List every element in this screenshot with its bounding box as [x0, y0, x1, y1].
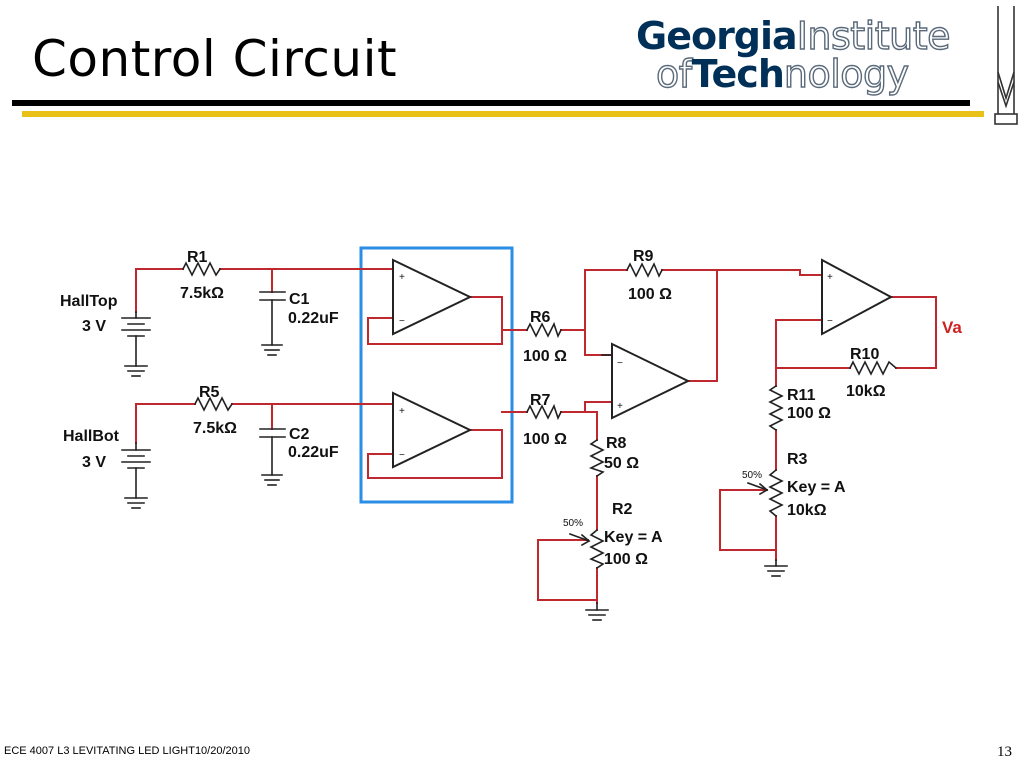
c2-name: C2	[289, 426, 310, 443]
buffer-highlight-box	[359, 246, 514, 504]
slide-number: 13	[997, 744, 1012, 760]
r5-name: R5	[199, 384, 220, 401]
r2-setting: 50%	[563, 518, 583, 529]
battery-halltop-icon	[121, 311, 151, 377]
logo-word-georgia: Georgia	[636, 14, 798, 58]
resistor-r10-icon	[848, 360, 898, 376]
r11-name: R11	[787, 387, 816, 404]
c2-value: 0.22uF	[288, 444, 339, 461]
opamp-diff-minus: −	[617, 358, 623, 369]
source-halltop-name: HallTop	[60, 293, 118, 310]
r1-name: R1	[187, 249, 208, 266]
opamp-top-plus: +	[399, 272, 405, 283]
r6-name: R6	[530, 309, 551, 326]
source-halltop-voltage: 3 V	[82, 318, 106, 335]
opamp-top-minus: −	[399, 316, 405, 327]
opamp-diff-plus: +	[617, 401, 623, 412]
r7-name: R7	[530, 392, 551, 409]
r9-name: R9	[633, 248, 654, 265]
opamp-out-minus: −	[827, 316, 833, 327]
r8-name: R8	[606, 435, 627, 452]
capacitor-c1-icon	[259, 291, 286, 356]
opamp-buffer-top-icon	[392, 258, 473, 336]
footer-course-info: ECE 4007 L3 LEVITATING LED LIGHT10/20/20…	[4, 745, 250, 757]
logo-word-institute: Institute	[796, 13, 951, 58]
title-rule-black	[12, 100, 970, 106]
resistor-r7-icon	[525, 403, 563, 421]
ground-r3-icon	[764, 559, 788, 577]
r3-key: Key = A	[787, 479, 846, 496]
georgia-tech-logo: GeorgiaInstitute ofTechnology	[636, 13, 996, 98]
resistor-r8-icon	[588, 438, 605, 478]
r5-value: 7.5kΩ	[193, 420, 237, 437]
r10-name: R10	[850, 346, 879, 363]
potentiometer-r3-icon	[768, 468, 784, 518]
opamp-buffer-bottom-icon	[392, 391, 473, 469]
r6-value: 100 Ω	[523, 348, 567, 365]
logo-word-of: of	[655, 51, 693, 96]
r9-value: 100 Ω	[628, 286, 672, 303]
logo-word-tech: Tech	[691, 52, 785, 96]
r2-key: Key = A	[604, 529, 663, 546]
c1-name: C1	[289, 291, 310, 308]
r3-setting: 50%	[742, 470, 762, 481]
components	[121, 258, 898, 621]
logo-word-nology: nology	[783, 51, 910, 96]
tech-tower-mark-icon	[994, 6, 1018, 125]
wires	[135, 268, 937, 604]
opamp-difference-icon	[611, 342, 691, 420]
r2-value: 100 Ω	[604, 551, 648, 568]
r11-value: 100 Ω	[787, 405, 831, 422]
resistor-r5-icon	[193, 396, 234, 412]
resistor-r6-icon	[525, 321, 563, 339]
resistor-r11-icon	[768, 384, 784, 432]
r10-value: 10kΩ	[846, 383, 886, 400]
r3-name: R3	[787, 451, 808, 468]
opamp-output-icon	[821, 258, 894, 336]
capacitor-c2-icon	[259, 428, 286, 486]
ground-r2-icon	[585, 602, 609, 621]
output-va-label: Va	[942, 318, 962, 337]
source-hallbot-voltage: 3 V	[82, 454, 106, 471]
r1-value: 7.5kΩ	[180, 285, 224, 302]
opamp-bottom-plus: +	[399, 406, 405, 417]
resistor-r1-icon	[181, 261, 222, 277]
potentiometer-r2-icon	[589, 528, 605, 570]
opamp-out-plus: +	[827, 272, 833, 283]
battery-hallbot-icon	[121, 442, 151, 509]
r7-value: 100 Ω	[523, 431, 567, 448]
r3-value: 10kΩ	[787, 502, 827, 519]
opamp-bottom-minus: −	[399, 450, 405, 461]
slide-title: Control Circuit	[32, 30, 398, 88]
r8-value: 50 Ω	[604, 455, 639, 472]
c1-value: 0.22uF	[288, 310, 339, 327]
source-hallbot-name: HallBot	[63, 428, 120, 445]
resistor-r9-icon	[625, 262, 664, 278]
title-rule-gold	[22, 111, 984, 117]
r2-name: R2	[612, 501, 633, 518]
